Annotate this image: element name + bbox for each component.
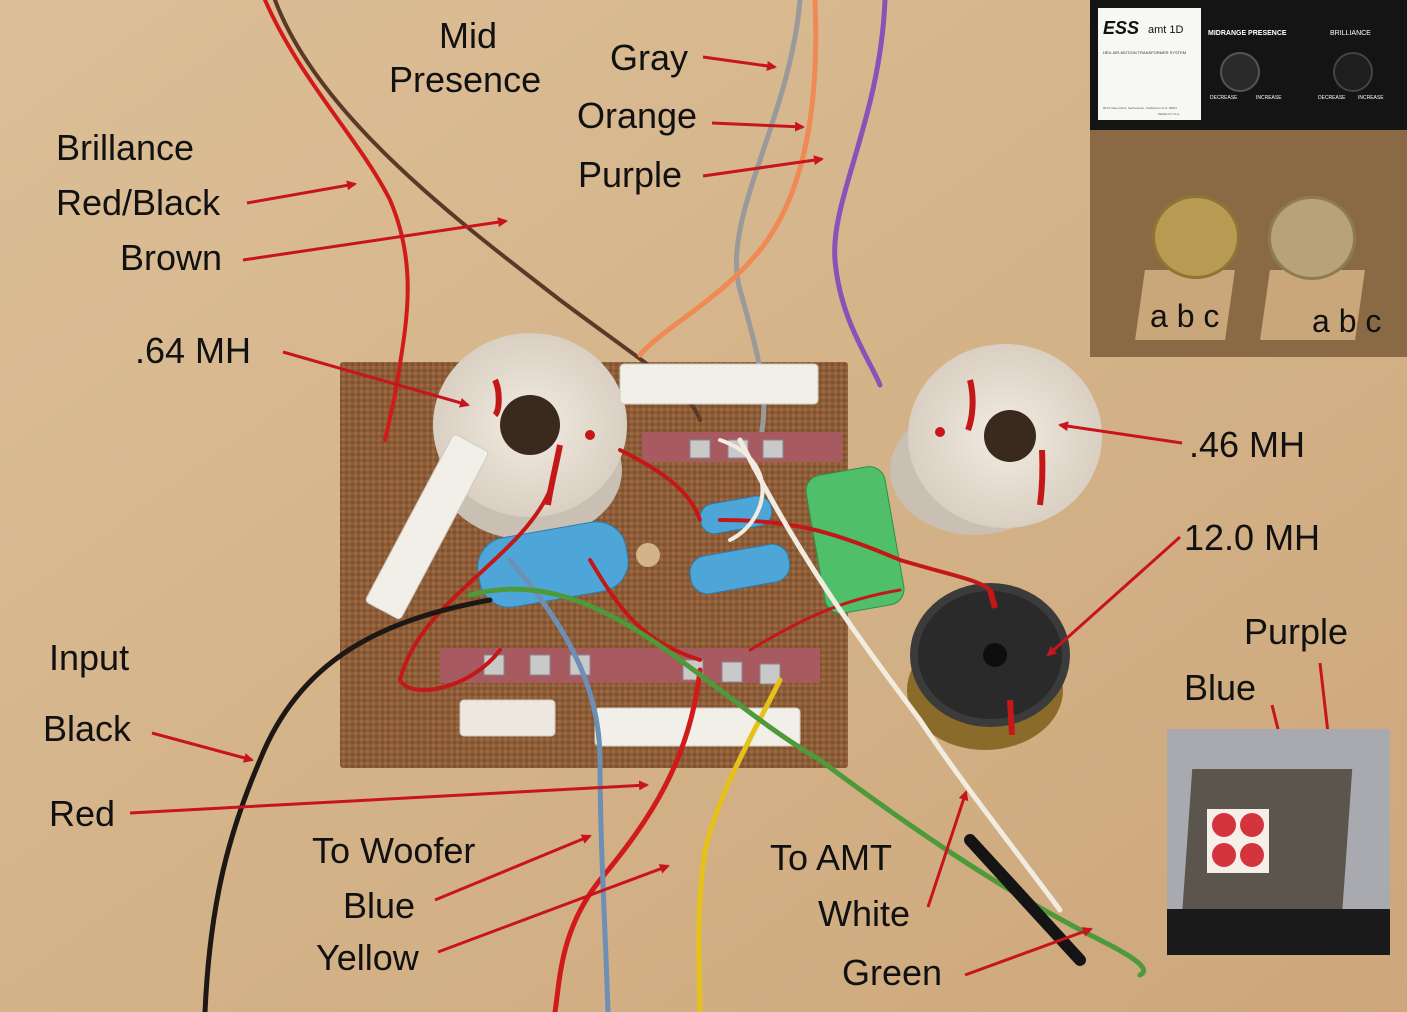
inductor-046-spool — [890, 344, 1102, 535]
pot-left — [1152, 195, 1240, 279]
label-mid-2: Presence — [389, 59, 542, 100]
wire-yellow — [696, 677, 783, 1012]
pot-right-terminals: a b c — [1312, 303, 1382, 339]
inset-amt-terminals — [1167, 729, 1390, 955]
amt-red-post-3 — [1212, 843, 1236, 867]
wire-red-black — [263, 0, 410, 442]
midrange-decrease: DECREASE — [1210, 95, 1238, 101]
arrow-purple — [702, 155, 824, 178]
arrow-red-black — [246, 180, 357, 205]
wire-purple — [832, 0, 888, 388]
amt-red-post-1 — [1212, 813, 1236, 837]
label-gray: Gray — [610, 37, 689, 78]
arrow-blue — [434, 834, 592, 902]
arrow-12 — [1046, 535, 1181, 657]
ess-address: 9613 Oates Drive, Sacramento, California… — [1103, 106, 1178, 110]
brilliance-increase: INCREASE — [1358, 95, 1384, 101]
inductor-064-spool — [433, 333, 627, 540]
label-black: Black — [43, 708, 132, 749]
label-to-amt: To AMT — [770, 837, 893, 878]
arrow-yellow — [437, 864, 670, 954]
pot-right — [1268, 196, 1356, 280]
arrow-white — [926, 790, 969, 908]
label-white: White — [818, 893, 911, 934]
wire-green — [467, 586, 1147, 978]
midrange-presence-title: MIDRANGE PRESENCE — [1208, 30, 1287, 37]
label-mid-1: Mid — [439, 15, 498, 56]
label-blue-right: Blue — [1184, 667, 1257, 708]
arrow-gray — [702, 55, 777, 71]
label-red: Red — [49, 793, 116, 834]
arrow-black — [151, 731, 254, 763]
label-orange: Orange — [577, 95, 698, 136]
arrow-orange — [711, 121, 805, 132]
label-12: 12.0 MH — [1184, 517, 1321, 558]
pot-left-terminals: a b c — [1150, 298, 1220, 334]
brilliance-title: BRILLIANCE — [1330, 30, 1371, 37]
wire-orange — [637, 0, 819, 358]
midrange-knob[interactable] — [1220, 52, 1260, 92]
inset-pots: ESS amt 1D HEIL AIR-MOTION TRANSFORMER S… — [1090, 0, 1407, 357]
label-brillance: Brillance — [56, 127, 195, 168]
label-046: .46 MH — [1189, 424, 1306, 465]
capacitors — [477, 466, 905, 614]
ess-made-in: MADE IN U.S.A. — [1158, 112, 1181, 116]
arrow-red — [129, 780, 649, 815]
label-purple-right: Purple — [1244, 611, 1349, 652]
label-brown: Brown — [120, 237, 223, 278]
board-wires — [397, 438, 992, 692]
brilliance-knob[interactable] — [1333, 52, 1373, 92]
label-064: .64 MH — [135, 330, 252, 371]
label-red-black: Red/Black — [56, 182, 221, 223]
midrange-increase: INCREASE — [1256, 95, 1282, 101]
ess-model: amt 1D — [1148, 24, 1184, 36]
ess-subtitle: HEIL AIR-MOTION TRANSFORMER SYSTEM — [1103, 50, 1187, 55]
label-yellow: Yellow — [316, 937, 419, 978]
inductor-12-core — [907, 583, 1070, 750]
amt-red-post-4 — [1240, 843, 1264, 867]
amt-base-strip — [1167, 909, 1390, 955]
arrow-green — [964, 927, 1093, 977]
label-to-woofer: To Woofer — [312, 830, 476, 871]
arrow-046 — [1058, 421, 1183, 445]
arrow-064 — [282, 350, 470, 408]
ess-label-card: ESS amt 1D HEIL AIR-MOTION TRANSFORMER S… — [1098, 8, 1201, 120]
ess-logo: ESS — [1103, 18, 1140, 38]
amt-red-post-2 — [1240, 813, 1264, 837]
label-input: Input — [49, 637, 130, 678]
resistors — [365, 363, 819, 747]
brilliance-decrease: DECREASE — [1318, 95, 1346, 101]
wire-black — [202, 597, 493, 1012]
arrow-brown — [242, 217, 508, 262]
wire-blue — [507, 557, 611, 1012]
label-purple-top: Purple — [578, 154, 683, 195]
wire-white — [737, 437, 1063, 913]
label-blue: Blue — [343, 885, 416, 926]
label-green: Green — [842, 952, 943, 993]
